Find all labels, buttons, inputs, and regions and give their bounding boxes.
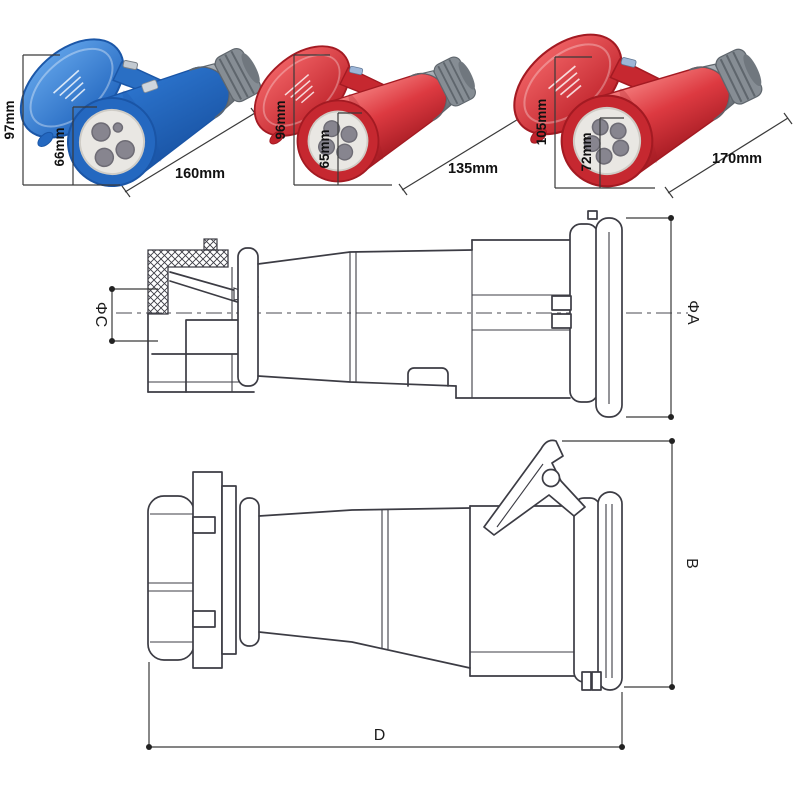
blue-sticker [141, 79, 159, 93]
photo-blue-connector: 97mm 66mm 160mm [2, 38, 262, 198]
lid-print-marks [548, 65, 582, 99]
face-side [573, 491, 623, 691]
gland-side [147, 471, 237, 669]
photo-red-5pin-connector: 105mm 72mm 170mm [513, 33, 793, 199]
blue-socket-height-label: 66mm [52, 127, 67, 166]
blue-length-label: 160mm [175, 166, 225, 182]
drawing-section-view: ΦC ΦA [92, 210, 701, 420]
gland-end [458, 61, 475, 90]
red5-length-label: 170mm [712, 151, 762, 167]
face-section [551, 210, 623, 418]
gland-ridges [437, 59, 471, 105]
gland-end [743, 54, 762, 87]
dim-phi-c: ΦC [92, 286, 158, 344]
gland-section [147, 238, 259, 393]
red4-length-label: 135mm [448, 161, 498, 177]
phi-a-label: ΦA [684, 300, 701, 325]
photo-red-4pin-connector: 96mm 65mm 135mm [253, 45, 525, 196]
b-label: B [683, 558, 700, 570]
body-section [257, 239, 571, 399]
blue-dimensions: 97mm 66mm 160mm [2, 54, 260, 198]
blue-connector-image [19, 38, 262, 187]
red4-connector-image [253, 45, 476, 183]
dim-b: B [562, 438, 700, 690]
red4-dimensions: 96mm 65mm 135mm [273, 54, 525, 196]
latch-lever [483, 439, 586, 536]
red4-socket-height-label: 65mm [317, 129, 332, 168]
flange-section [237, 247, 259, 387]
red5-connector-image [513, 33, 763, 188]
red5-height-label: 105mm [534, 99, 549, 146]
drawing-side-view: B D [146, 438, 700, 750]
phi-c-label: ΦC [92, 302, 109, 328]
gland-ridges [218, 50, 255, 100]
red5-hinge-pin [620, 57, 637, 68]
red5-dimensions: 105mm 72mm 170mm [534, 56, 793, 199]
dim-d: D [146, 662, 625, 750]
gland-end [241, 53, 260, 84]
blue-pin-holes [91, 122, 135, 168]
red4-height-label: 96mm [273, 100, 288, 139]
gland-ridges [719, 51, 756, 103]
red5-socket-height-label: 72mm [579, 132, 594, 171]
dim-phi-a: ΦA [626, 215, 701, 420]
red4-hinge-pin [349, 65, 364, 76]
red4-pin-holes [318, 120, 358, 161]
blue-height-label: 97mm [2, 100, 17, 139]
lid-print-marks [52, 69, 86, 102]
flange-side [239, 497, 260, 647]
blue-hinge-pin [122, 59, 139, 71]
body-side [258, 505, 577, 677]
d-label: D [374, 727, 387, 744]
